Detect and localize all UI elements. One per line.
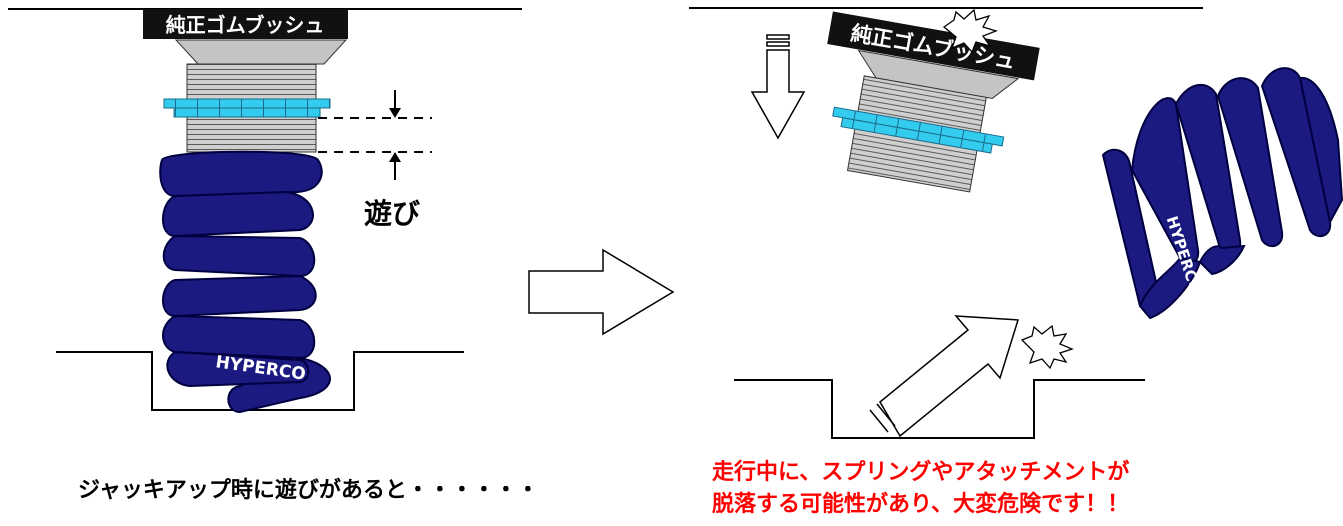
left-collar <box>163 98 331 118</box>
impact-burst-bottom <box>1020 324 1074 370</box>
play-label: 遊び <box>364 197 420 230</box>
right-spring-detached <box>1101 67 1343 320</box>
right-spring-seat <box>734 379 1145 439</box>
left-bushing: 純正ゴムブッシュ <box>143 9 348 153</box>
left-scene: 純正ゴムブッシュ 遊び HYPERCO <box>8 8 522 414</box>
collar-upper-ring <box>163 98 331 109</box>
right-bushing-detached: 純正ゴムブッシュ <box>827 11 1040 193</box>
right-scene: 純正ゴムブッシュ HYPERCO <box>689 7 1343 439</box>
bushing-label-bg-right <box>827 11 1040 81</box>
collar-lower-ring-right <box>840 117 993 154</box>
collar-lower-ring <box>173 107 321 118</box>
left-caption: ジャッキアップ時に遊びがあると・・・・・・ <box>78 478 539 503</box>
impact-burst-top <box>942 8 998 54</box>
bushing-top-flange <box>174 39 348 65</box>
right-caption-line-1: 走行中に、スプリングやアタッチメントが <box>712 460 1130 485</box>
bushing-label-bg <box>143 9 348 39</box>
transition-arrow <box>528 248 675 336</box>
falling-arrow <box>750 34 806 140</box>
rising-arrow <box>869 315 1019 438</box>
right-caption-line-2: 脱落する可能性があり、大変危険です！！ <box>712 492 1130 517</box>
left-spring-seat <box>56 351 464 411</box>
right-caption: 走行中に、スプリングやアタッチメントが 脱落する可能性があり、大変危険です！！ <box>712 457 1129 521</box>
bushing-label: 純正ゴムブッシュ <box>166 13 325 37</box>
left-spring <box>159 150 331 414</box>
play-indicator: 遊び <box>318 90 432 230</box>
